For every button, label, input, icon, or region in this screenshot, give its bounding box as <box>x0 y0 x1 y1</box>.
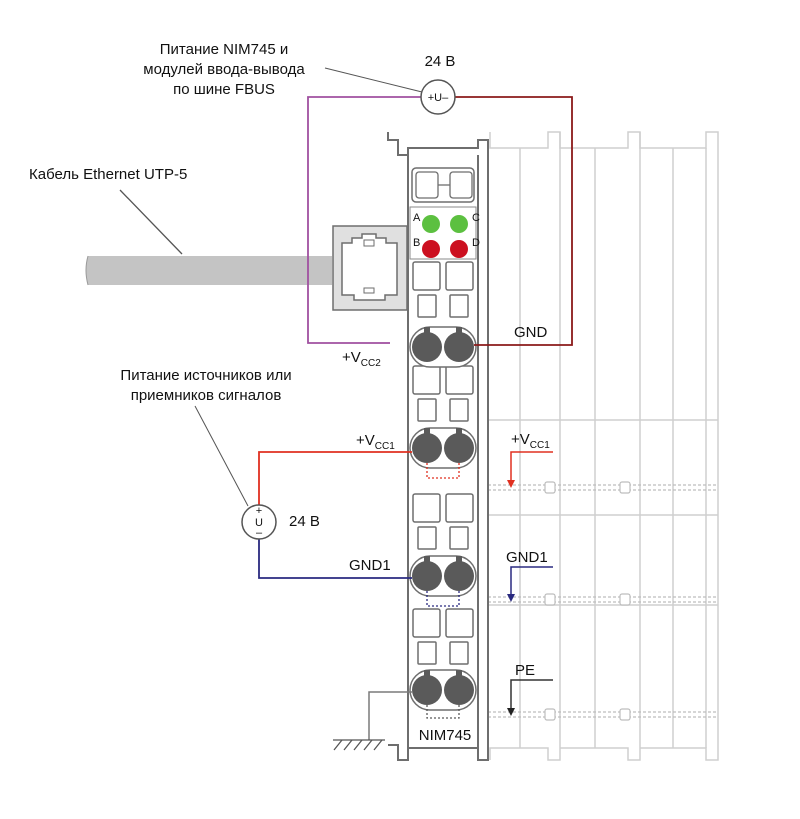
internal-jumpers <box>426 463 460 719</box>
led-c-label: C <box>472 212 480 224</box>
signal-arrows <box>507 480 515 716</box>
gnd1-arrow-icon <box>507 594 515 602</box>
ethernet-cable <box>85 255 332 286</box>
labels: Питание NIM745 и модулей ввода-вывода по… <box>29 41 550 744</box>
led-b-icon <box>422 240 440 258</box>
pe-arrow-icon <box>507 708 515 716</box>
bus-rails <box>468 484 718 718</box>
gnd-label: GND <box>514 324 548 341</box>
power-fbus-line-2: модулей ввода-вывода <box>143 61 305 78</box>
led-a-icon <box>422 215 440 233</box>
cable-label: Кабель Ethernet UTP-5 <box>29 166 187 183</box>
power-source-bottom-u: U <box>255 517 263 529</box>
vcc1-label: +VCC1 <box>356 432 395 452</box>
led-d-icon <box>450 240 468 258</box>
rj45-port-icon <box>332 225 408 311</box>
led-d-label: D <box>472 237 480 249</box>
signal-power-line-2: приемников сигналов <box>131 387 282 404</box>
rail-clips <box>544 481 631 721</box>
vcc1-right-label: +VCC1 <box>511 431 550 451</box>
voltage-top-label: 24 В <box>425 53 456 70</box>
terminal-screws <box>409 326 477 711</box>
power-source-bottom-minus: – <box>256 527 263 539</box>
led-a-label: A <box>413 212 421 224</box>
module-name-label: NIM745 <box>419 727 472 744</box>
status-leds: A B C D <box>413 212 480 258</box>
terminal-slots <box>412 261 474 665</box>
power-source-bottom-plus: + <box>256 505 262 517</box>
power-source-top-icon: +U– <box>420 79 456 115</box>
wires <box>119 67 573 740</box>
led-b-label: B <box>413 237 420 249</box>
ground-icon <box>333 739 385 751</box>
voltage-bottom-label: 24 В <box>289 513 320 530</box>
power-source-bottom-icon: + U – <box>241 504 277 540</box>
vcc2-label: +VCC2 <box>342 349 381 369</box>
gnd1-label: GND1 <box>349 557 391 574</box>
power-fbus-line-3: по шине FBUS <box>173 81 275 98</box>
led-c-icon <box>450 215 468 233</box>
power-source-top-label: +U– <box>428 92 449 104</box>
gnd1-right-label: GND1 <box>506 549 548 566</box>
pe-label: PE <box>515 662 535 679</box>
power-fbus-line-1: Питание NIM745 и <box>160 41 288 58</box>
signal-power-line-1: Питание источников или <box>120 367 291 384</box>
adjacent-modules <box>488 131 719 761</box>
vcc1-arrow-icon <box>507 480 515 488</box>
